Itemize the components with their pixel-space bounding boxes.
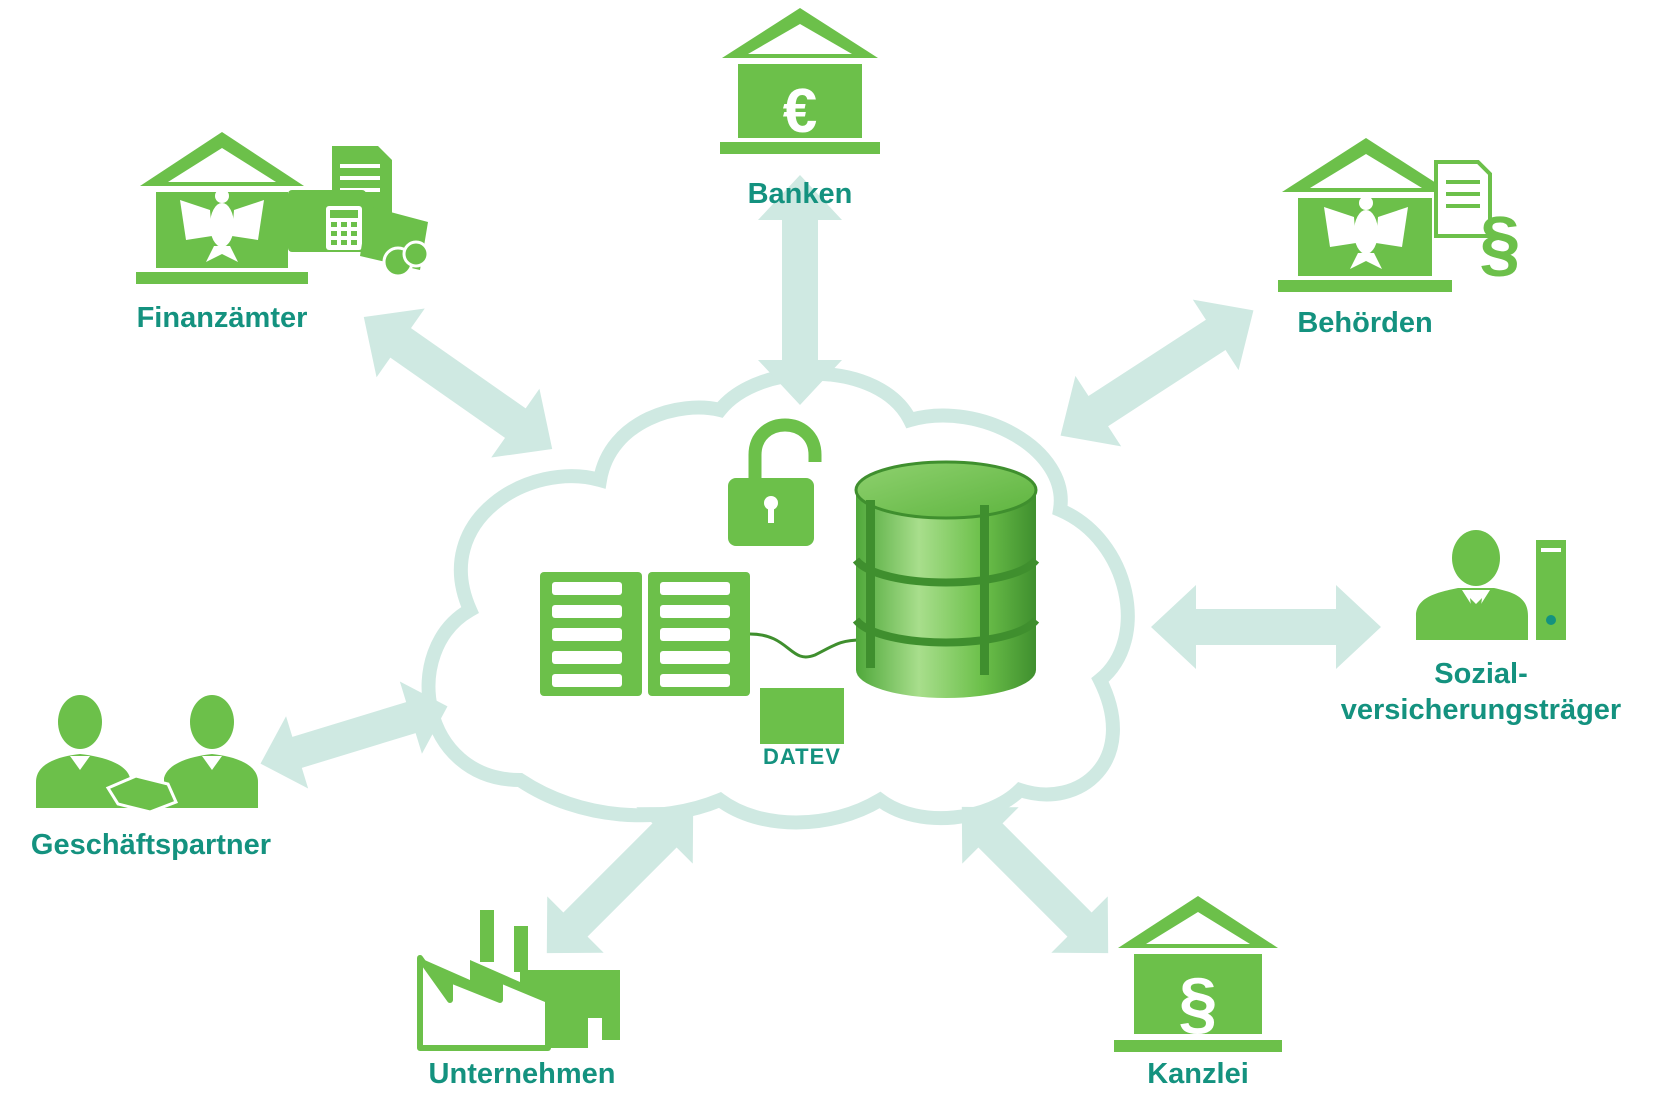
bank-euro-icon: € [720, 8, 880, 154]
svg-text:§: § [1179, 963, 1218, 1041]
label-banken: Banken [747, 178, 853, 210]
server-rack-icon [540, 572, 863, 696]
label-behoerden: Behörden [1297, 307, 1433, 339]
law-office-icon: § [1114, 896, 1282, 1052]
label-unternehmen: Unternehmen [428, 1058, 616, 1090]
tax-office-icon [136, 132, 430, 284]
label-kanzlei: Kanzlei [1147, 1058, 1249, 1090]
datev-logo [760, 688, 844, 744]
label-geschaeftspartner: Geschäftspartner [30, 829, 272, 861]
person-folder-icon [1416, 530, 1566, 640]
arrow-finanzaemter [339, 282, 577, 484]
database-icon [852, 460, 1040, 698]
arrow-kanzlei [933, 778, 1137, 982]
arrow-behoerden [1037, 275, 1277, 471]
label-sozial-line2: versicherungsträger [1340, 694, 1622, 726]
svg-text:€: € [783, 77, 817, 146]
datev-brand-text: DATEV [763, 744, 841, 769]
authority-icon: § [1278, 138, 1521, 292]
factory-icon [417, 910, 620, 1051]
label-sozial-line1: Sozial- [1434, 658, 1528, 690]
label-sozialversicherungstraeger: Sozial- versicherungsträger [1322, 656, 1640, 728]
padlock-open-icon [728, 418, 822, 546]
svg-text:§: § [1479, 201, 1520, 284]
label-finanzaemter: Finanzämter [136, 302, 308, 334]
handshake-icon [36, 695, 258, 814]
